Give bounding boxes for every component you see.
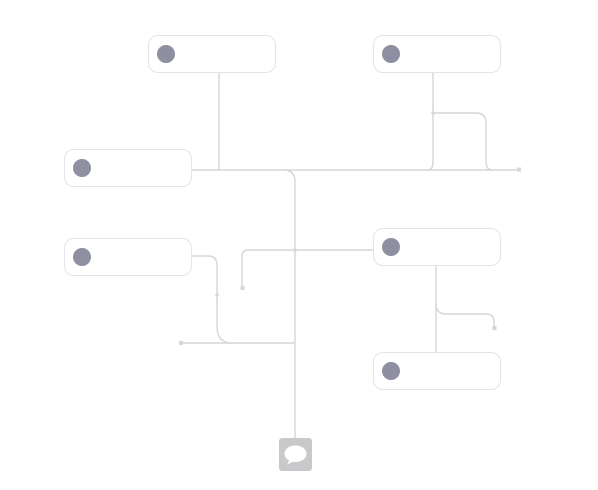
connector-node-5-stub	[241, 249, 249, 288]
connector-node-4	[192, 255, 295, 344]
avatar	[73, 159, 91, 177]
avatar	[157, 45, 175, 63]
diagram-node[interactable]	[373, 228, 501, 266]
diagram-node[interactable]	[64, 238, 192, 276]
junction-node-2	[431, 111, 435, 115]
connector-node-5-6-branch	[435, 303, 495, 328]
trunk-vertical	[283, 169, 296, 438]
diagram-node[interactable]	[373, 352, 501, 390]
diagram-node[interactable]	[373, 35, 501, 73]
speech-bubble-icon	[284, 445, 307, 465]
connector-node-2	[426, 72, 434, 171]
avatar	[382, 238, 400, 256]
avatar	[382, 45, 400, 63]
chat-button[interactable]	[279, 438, 312, 471]
connector-node-2-branch	[433, 112, 493, 171]
avatar	[382, 362, 400, 380]
endpoint-mid	[240, 286, 245, 290]
diagram-node[interactable]	[148, 35, 276, 73]
junction-node-5	[293, 248, 297, 252]
junction-node-4	[215, 293, 219, 297]
avatar	[73, 248, 91, 266]
endpoint-lower-right	[492, 326, 497, 330]
endpoint-right	[517, 167, 521, 172]
endpoint-left	[179, 341, 183, 345]
diagram-node[interactable]	[64, 149, 192, 187]
